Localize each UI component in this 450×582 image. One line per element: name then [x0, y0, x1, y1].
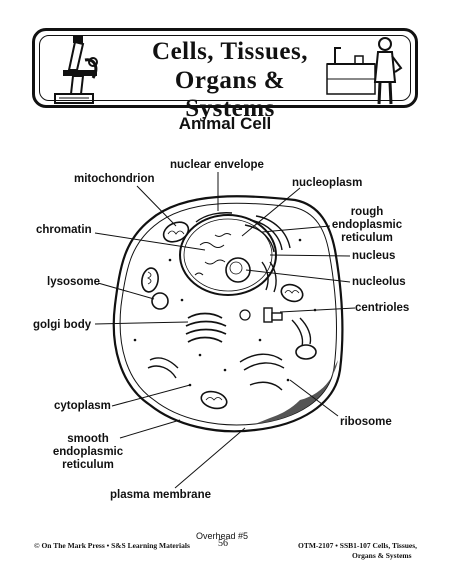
label-smooth-er-line-2: endoplasmic	[52, 446, 124, 458]
label-golgi-body: golgi body	[33, 319, 92, 331]
smooth-er-folds	[147, 317, 312, 391]
microscope-illustration	[54, 36, 98, 104]
label-mitochondrion: mitochondrion	[74, 173, 155, 185]
banner-inner-border	[39, 35, 411, 101]
nucleolus-core	[229, 261, 243, 275]
banner-title-line-1: Cells, Tissues,	[152, 38, 308, 65]
banner-title-line-2: Organs & Systems	[174, 67, 286, 122]
label-ribosome: ribosome	[340, 416, 392, 428]
footer-code-line-1: OTM-2107 • SSB1-107 Cells, Tissues,	[298, 541, 418, 550]
footer-page-number: 56	[218, 538, 228, 549]
plasma-membrane-shape	[112, 195, 344, 433]
label-nuclear-envelope: nuclear envelope	[170, 159, 264, 171]
label-plasma-membrane: plasma membrane	[110, 489, 211, 501]
label-rough-er-line-2: endoplasmic	[331, 219, 403, 231]
label-nucleoplasm: nucleoplasm	[292, 177, 363, 189]
plasma-membrane-inner	[119, 202, 337, 426]
cytoplasm-shading	[255, 360, 338, 424]
footer-publisher: © On The Mark Press • S&S Learning Mater…	[34, 541, 190, 550]
nucleus-shape	[179, 214, 277, 296]
label-nucleus: nucleus	[352, 250, 396, 262]
chromatin-strands	[194, 233, 232, 276]
leader-lines	[94, 172, 356, 489]
scientist-lab-illustration	[326, 37, 403, 105]
title-banner: Cells, Tissues, Organs & Systems	[32, 28, 418, 122]
label-lysosome: lysosome	[47, 276, 101, 288]
label-chromatin: chromatin	[36, 224, 92, 236]
diagram-heading: Animal Cell	[178, 114, 272, 133]
label-cytoplasm: cytoplasm	[54, 400, 111, 412]
label-smooth-er-line-3: reticulum	[62, 459, 114, 471]
mitochondrion-cristae	[147, 230, 300, 401]
label-rough-er-line-1: rough	[350, 206, 384, 218]
footer-code-line-2: Organs & Systems	[352, 551, 412, 560]
label-centrioles: centrioles	[355, 302, 410, 314]
centrioles-shape	[263, 307, 283, 323]
overhead-number: Overhead #5	[196, 531, 249, 541]
golgi-body-shape	[185, 312, 227, 343]
label-rough-er-line-3: reticulum	[341, 232, 393, 244]
lysosome-shape	[151, 292, 169, 310]
label-nucleolus: nucleolus	[352, 276, 406, 288]
label-smooth-er-line-1: smooth	[67, 433, 109, 445]
